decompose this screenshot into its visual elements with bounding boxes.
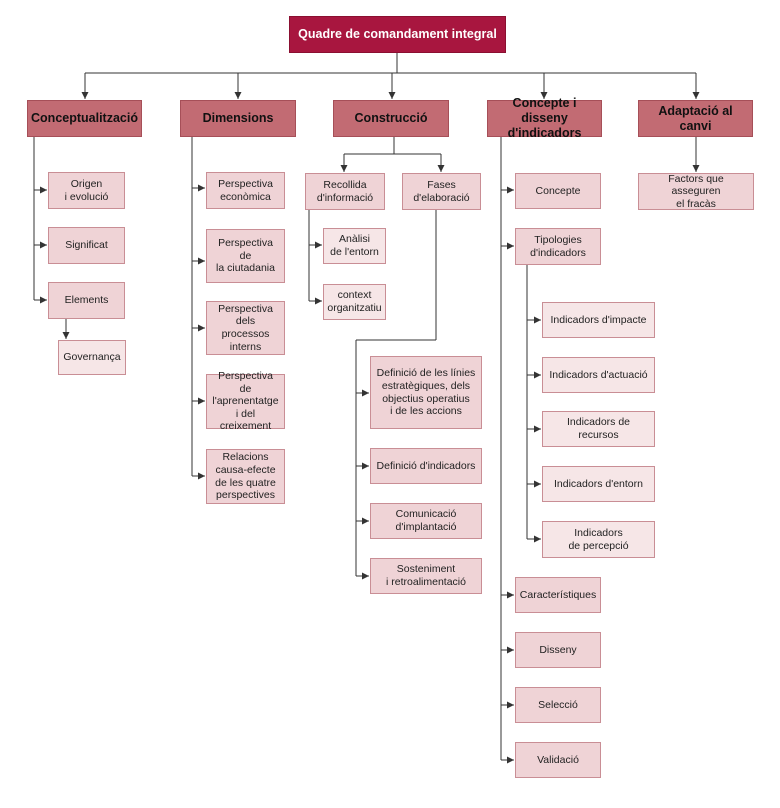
construccio-branch-recollida: Recollida d'informació <box>305 173 385 210</box>
conceptualitzacio-subitem-governanca: Governança <box>58 340 126 375</box>
tipologia-entorn: Indicadors d'entorn <box>542 466 655 502</box>
adaptacio-item-factors-fracas: Factors que asseguren el fracàs <box>638 173 754 210</box>
construccio-item-sosteniment: Sosteniment i retroalimentació <box>370 558 482 594</box>
conceptualitzacio-item-significat: Significat <box>48 227 125 264</box>
construccio-branch-fases: Fases d'elaboració <box>402 173 481 210</box>
tipologia-recursos: Indicadors de recursos <box>542 411 655 447</box>
dimensions-item-economica: Perspectiva econòmica <box>206 172 285 209</box>
dimensions-item-aprenentatge: Perspectiva de l'aprenentatge i del crei… <box>206 370 285 432</box>
indicadors-item-seleccio: Selecció <box>515 687 601 723</box>
heading-dimensions: Dimensions <box>180 100 296 137</box>
construccio-item-analisi-entorn: Anàlisi de l'entorn <box>323 228 386 264</box>
indicadors-item-concepte: Concepte <box>515 173 601 209</box>
conceptualitzacio-item-origen: Origen i evolució <box>48 172 125 209</box>
construccio-item-context-organitzatiu: context organitzatiu <box>323 284 386 320</box>
dimensions-item-relacions: Relacions causa-efecte de les quatre per… <box>206 449 285 504</box>
dimensions-item-ciutadania: Perspectiva de la ciutadania <box>206 229 285 283</box>
root-box: Quadre de comandament integral <box>289 16 506 53</box>
tipologia-actuacio: Indicadors d'actuació <box>542 357 655 393</box>
tipologia-percepcio: Indicadors de percepció <box>542 521 655 558</box>
heading-adaptacio-canvi: Adaptació al canvi <box>638 100 753 137</box>
indicadors-item-validacio: Validació <box>515 742 601 778</box>
conceptualitzacio-item-elements: Elements <box>48 282 125 319</box>
heading-construccio: Construcció <box>333 100 449 137</box>
indicadors-item-disseny: Disseny <box>515 632 601 668</box>
construccio-item-definicio-indicadors: Definició d'indicadors <box>370 448 482 484</box>
dimensions-item-processos-interns: Perspectiva dels processos interns <box>206 301 285 355</box>
construccio-item-linies-estrategiques: Definició de les línies estratègiques, d… <box>370 356 482 429</box>
indicadors-item-tipologies: Tipologies d'indicadors <box>515 228 601 265</box>
heading-conceptualitzacio: Conceptualització <box>27 100 142 137</box>
construccio-item-comunicacio: Comunicació d'implantació <box>370 503 482 539</box>
heading-concepte-disseny-indicadors: Concepte i disseny d'indicadors <box>487 96 602 140</box>
indicadors-item-caracteristiques: Característiques <box>515 577 601 613</box>
tipologia-impacte: Indicadors d'impacte <box>542 302 655 338</box>
